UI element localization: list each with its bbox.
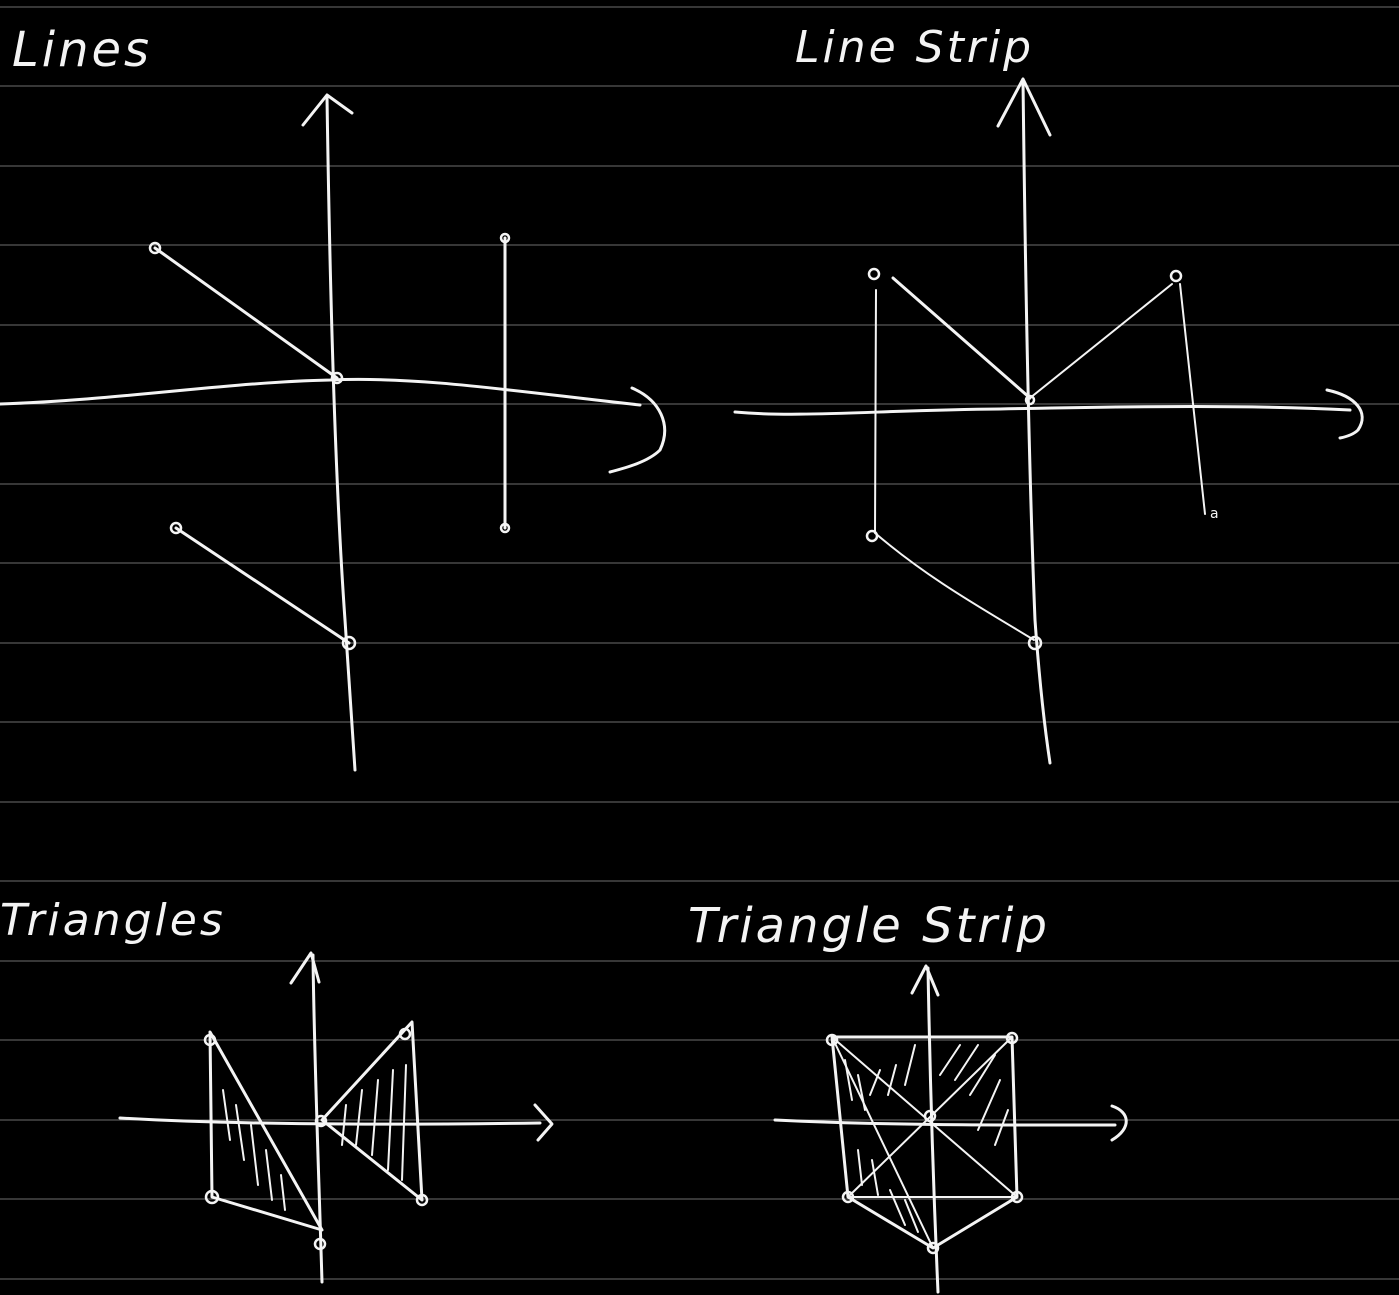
- lines-vertex: [169, 521, 183, 535]
- triangle-right-hatch: [341, 1064, 407, 1181]
- triangle-strip-x-axis: [773, 1118, 1117, 1127]
- lines-vertex: [499, 522, 511, 534]
- triangles-diagram: [118, 951, 554, 1284]
- triangles-vertex: [313, 1237, 327, 1251]
- triangle-right: [320, 1020, 424, 1202]
- line-strip-polyline: [891, 276, 1032, 400]
- triangles-title: Triangles: [0, 895, 226, 946]
- ruled-lines: [0, 6, 1399, 1280]
- triangles-vertex: [314, 1114, 328, 1128]
- lines-vertex: [330, 371, 344, 385]
- lines-vertex: [341, 635, 357, 651]
- lines-vertex: [499, 232, 511, 244]
- lines-title: Lines: [12, 22, 153, 78]
- triangle-strip-vertex: [1005, 1031, 1019, 1045]
- line-strip-x-arrowhead: [1325, 388, 1364, 440]
- line-strip-diagram: [733, 77, 1364, 765]
- triangles-vertex: [398, 1027, 412, 1041]
- triangle-strip-title: Triangle Strip: [688, 898, 1050, 954]
- line-strip-title: Line Strip: [795, 22, 1035, 73]
- triangles-vertex: [415, 1193, 429, 1207]
- lines-segment-1: [153, 246, 339, 380]
- line-strip-vertex: [867, 267, 881, 281]
- triangle-left: [208, 1030, 324, 1232]
- triangles-y-arrowhead: [289, 951, 321, 985]
- triangle-strip-diagonals: [831, 1036, 1018, 1249]
- lines-segment-3: [174, 526, 351, 645]
- line-strip-vertex: [865, 529, 879, 543]
- lines-y-axis: [325, 95, 357, 772]
- triangle-strip-vertex: [1010, 1190, 1024, 1204]
- triangle-strip-y-axis: [926, 966, 940, 1294]
- triangle-strip-x-arrowhead: [1110, 1104, 1128, 1142]
- lines-x-arrowhead: [608, 386, 667, 474]
- triangle-strip-vertex: [841, 1190, 855, 1204]
- triangle-strip-hatch: [844, 1044, 1009, 1233]
- triangle-strip-diagram: [773, 964, 1128, 1294]
- triangles-vertex: [203, 1033, 217, 1047]
- triangles-x-arrowhead: [533, 1103, 554, 1142]
- triangle-strip-outline: [830, 1035, 1019, 1250]
- triangle-strip-vertex: [923, 1109, 937, 1123]
- triangles-x-axis: [118, 1116, 542, 1126]
- triangles-vertex: [204, 1189, 220, 1205]
- line-strip-vertex: [1169, 269, 1183, 283]
- lines-x-axis: [0, 377, 642, 407]
- triangles-y-axis: [311, 953, 324, 1284]
- lines-vertex: [148, 241, 162, 255]
- line-strip-vertex: [1027, 635, 1043, 651]
- lines-diagram: [0, 93, 667, 772]
- line-strip-x-axis: [733, 405, 1352, 416]
- line-strip-y-arrowhead: [996, 77, 1052, 137]
- triangle-strip-vertex: [926, 1241, 940, 1255]
- triangle-strip-vertex: [825, 1033, 839, 1047]
- line-strip-end-mark: a: [1210, 506, 1219, 522]
- triangle-left-hatch: [222, 1089, 286, 1211]
- triangle-strip-y-arrowhead: [910, 964, 940, 997]
- line-strip-vertex: [1024, 394, 1036, 406]
- lines-y-arrowhead: [301, 93, 354, 127]
- line-strip-polyline: [874, 283, 1206, 641]
- line-strip-y-axis: [1021, 78, 1052, 765]
